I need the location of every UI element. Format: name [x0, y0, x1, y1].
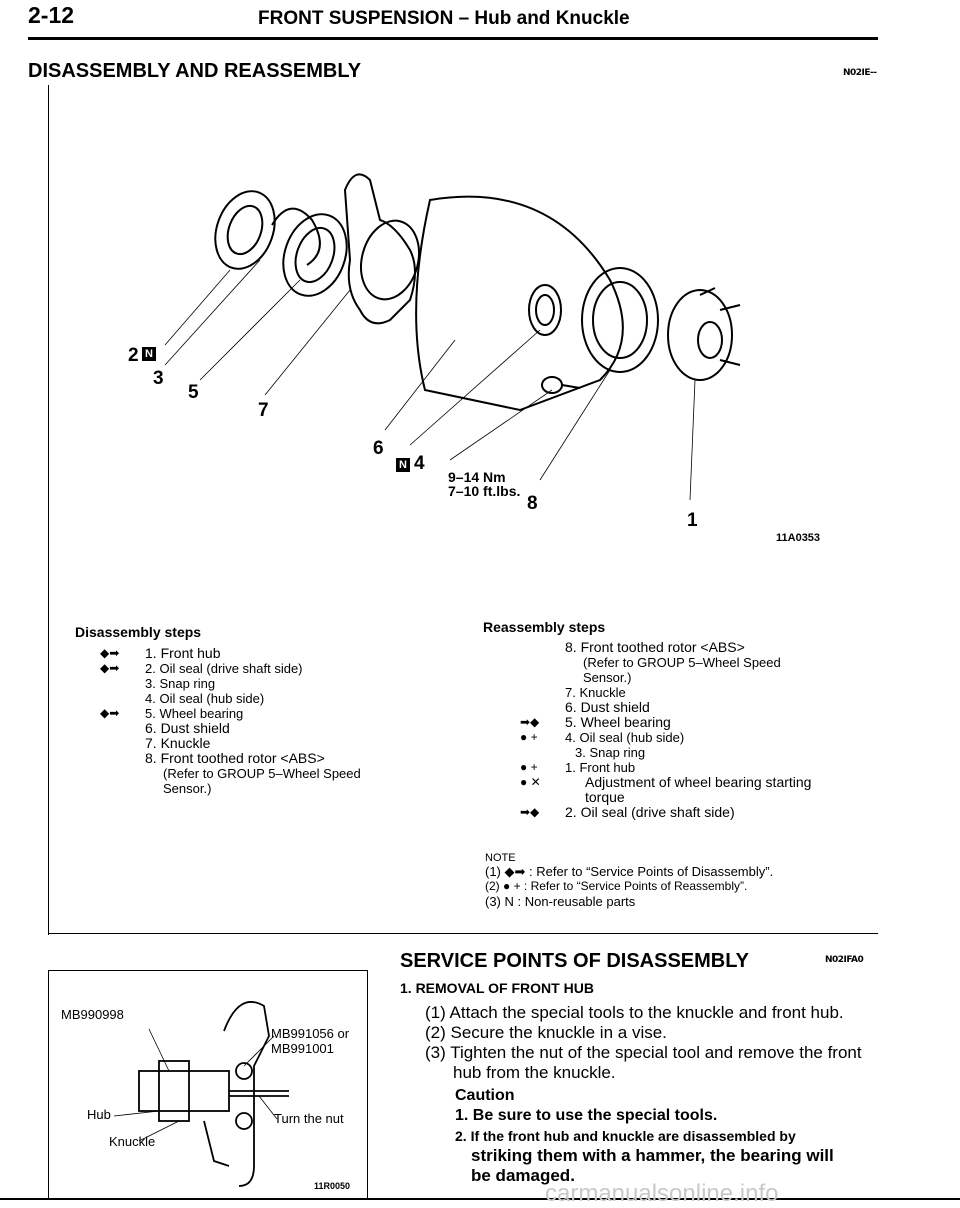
callout-5: 5 [188, 382, 199, 403]
list-item: ◆➡5. Wheel bearing [100, 706, 244, 721]
disassembly-list: ◆➡1. Front hub ◆➡2. Oil seal (drive shaf… [100, 645, 425, 797]
caution-item: be damaged. [471, 1166, 575, 1185]
caution-item: 1. Be sure to use the special tools. [455, 1107, 718, 1124]
figure2-code: 11R0050 [314, 1181, 351, 1191]
figure-code: 11A0353 [776, 532, 821, 544]
reassembly-title: Reassembly steps [483, 619, 606, 635]
callout-3: 3 [153, 368, 164, 389]
caution-block: Caution 1. Be sure to use the special to… [455, 1086, 885, 1186]
list-item: 6. Dust shield [565, 699, 650, 715]
list-item: ➡◆5. Wheel bearing [520, 714, 671, 730]
list-item: ● +4. Oil seal (hub side) [520, 730, 685, 745]
list-item: ● ✕Adjustment of wheel bearing starting [520, 774, 812, 790]
service-items: (1) Attach the special tools to the knuc… [425, 1003, 885, 1083]
list-item: 8. Front toothed rotor <ABS> [565, 639, 745, 655]
section-title: DISASSEMBLY AND REASSEMBLY [28, 60, 362, 82]
service-item: (1) Attach the special tools to the knuc… [425, 1003, 844, 1022]
tool-label-mb991056: MB991056 or [271, 1026, 350, 1041]
list-item: ◆➡2. Oil seal (drive shaft side) [100, 661, 303, 676]
list-item: ➡◆2. Oil seal (drive shaft side) [520, 804, 735, 820]
page-number: 2-12 [28, 2, 75, 28]
list-item: ◆➡1. Front hub [100, 645, 221, 661]
list-item: 3. Snap ring [145, 676, 216, 691]
section-code: N02IE-- [843, 68, 877, 78]
callout-8: 8 [527, 493, 538, 514]
middle-rule [48, 933, 878, 934]
note-line: (1) ◆➡ : Refer to “Service Points of Dis… [485, 864, 774, 879]
knuckle-label: Knuckle [109, 1134, 156, 1149]
service-item: (3) Tighten the nut of the special tool … [425, 1043, 862, 1062]
list-item: 7. Knuckle [565, 685, 626, 700]
caution-item: 2. If the front hub and knuckle are disa… [455, 1128, 796, 1144]
note-line: (3) N : Non-reusable parts [485, 894, 636, 909]
list-item: 7. Knuckle [145, 735, 211, 751]
service-item: (2) Secure the knuckle in a vise. [425, 1023, 667, 1042]
callout-7: 7 [258, 400, 269, 421]
list-item: Sensor.) [583, 670, 632, 685]
list-item: (Refer to GROUP 5–Wheel Speed [163, 766, 361, 781]
non-reusable-icon: N [142, 347, 156, 361]
callout-2: 2 [128, 345, 139, 366]
torque-ftlbs: 7–10 ft.lbs. [448, 483, 521, 499]
list-item: 3. Snap ring [575, 745, 646, 760]
non-reusable-icon: N [396, 458, 410, 472]
caution-item: striking them with a hammer, the bearing… [471, 1146, 834, 1165]
turn-nut-label: Turn the nut [274, 1111, 344, 1126]
special-tool-figure: MB990998 MB991056 or MB991001 Hub Turn t… [48, 970, 368, 1200]
disassembly-title: Disassembly steps [75, 624, 202, 640]
list-item: torque [585, 789, 625, 805]
hub-label: Hub [87, 1107, 111, 1122]
reassembly-list: 8. Front toothed rotor <ABS> (Refer to G… [520, 639, 865, 820]
list-item: Sensor.) [163, 781, 212, 796]
callout-6: 6 [373, 438, 384, 459]
list-item: (Refer to GROUP 5–Wheel Speed [583, 655, 781, 670]
tool-label-mb990998: MB990998 [61, 1007, 124, 1022]
note-line: (2) ● + : Refer to “Service Points of Re… [485, 879, 748, 893]
service-title: SERVICE POINTS OF DISASSEMBLY [400, 950, 749, 972]
service-subtitle: 1. REMOVAL OF FRONT HUB [400, 980, 594, 996]
list-item: 8. Front toothed rotor <ABS> [145, 750, 325, 766]
caution-title: Caution [455, 1087, 515, 1104]
footer-rule [0, 1198, 960, 1200]
exploded-view-figure [164, 173, 741, 501]
callout-1: 1 [687, 510, 698, 531]
list-item: 4. Oil seal (hub side) [145, 691, 265, 706]
callout-4: 4 [414, 453, 425, 474]
header-rule [28, 37, 878, 40]
list-item: 6. Dust shield [145, 720, 230, 736]
left-border [48, 85, 49, 935]
watermark: carmanualsonline.info [545, 1180, 779, 1207]
special-tool-drawing [113, 1001, 289, 1187]
note-label: NOTE [485, 852, 516, 864]
service-item: hub from the knuckle. [453, 1063, 616, 1082]
torque-nm: 9–14 Nm [448, 469, 506, 485]
list-item: ● +1. Front hub [520, 760, 636, 775]
page-header-title: FRONT SUSPENSION – Hub and Knuckle [258, 8, 630, 29]
tool-label-mb991001: MB991001 [271, 1041, 334, 1056]
service-code: N02IFA0 [825, 955, 864, 965]
note-block: NOTE (1) ◆➡ : Refer to “Service Points o… [485, 852, 865, 909]
